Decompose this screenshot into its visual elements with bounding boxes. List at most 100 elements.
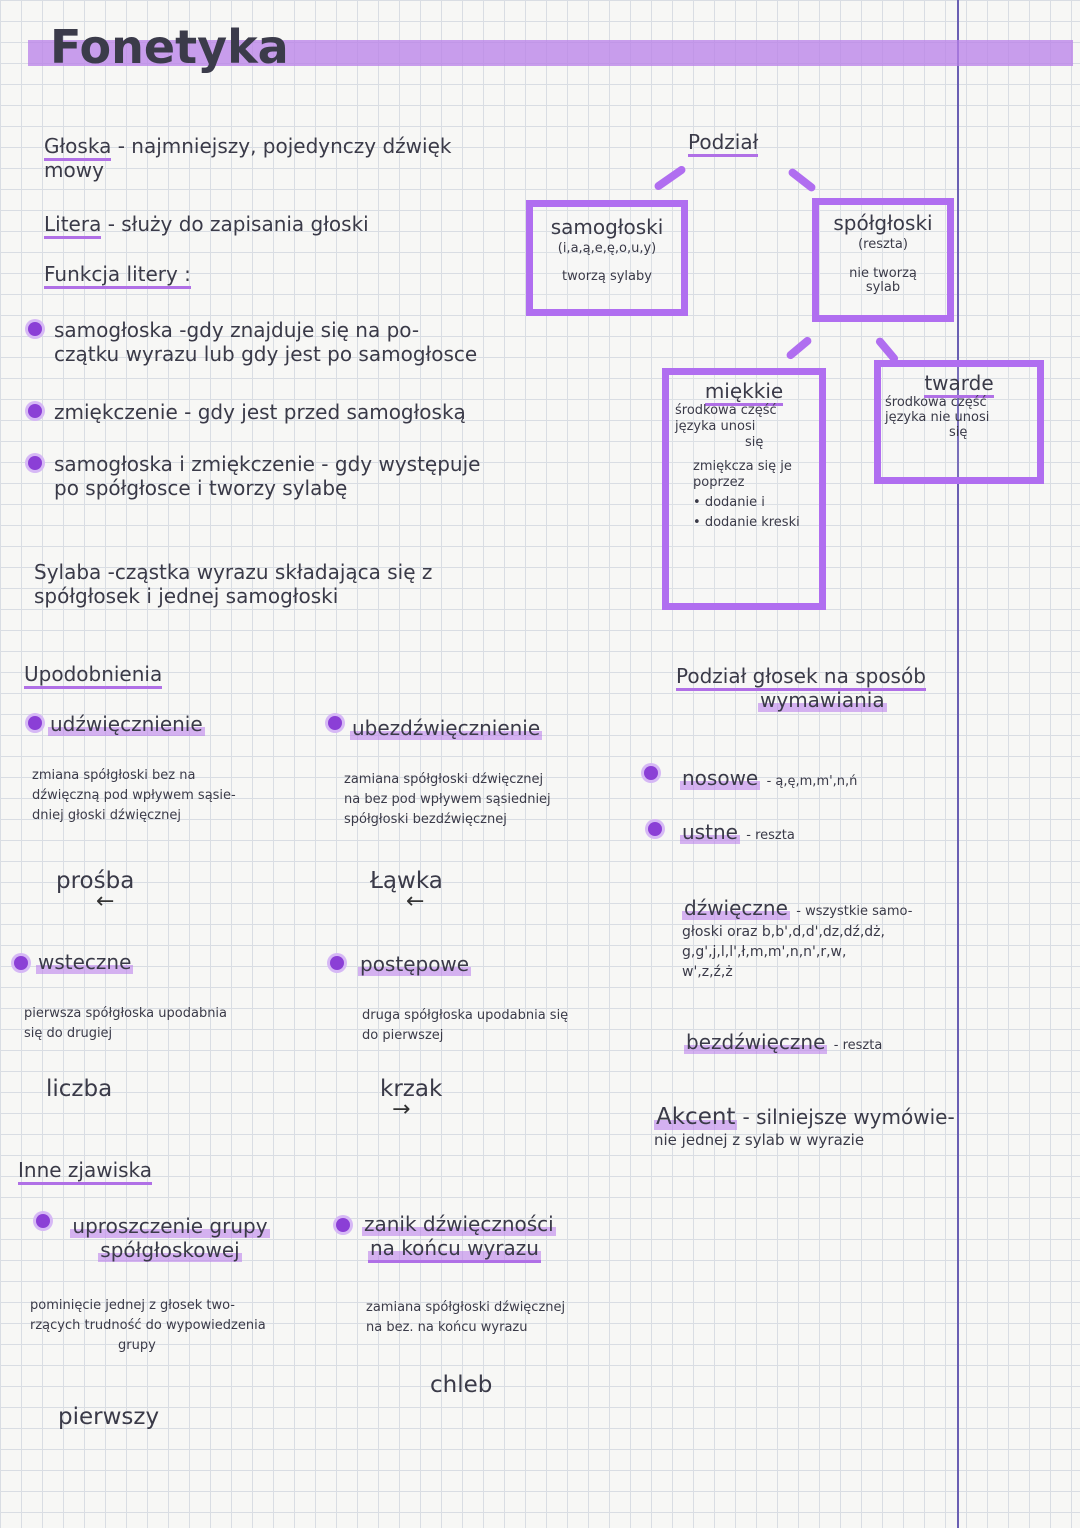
funkcja-heading: Funkcja litery : — [44, 262, 191, 289]
miekkie-box: miękkie środkowa część języka unosi się … — [662, 368, 826, 610]
margin-line — [957, 0, 959, 1528]
bullet-icon — [14, 956, 28, 970]
podzial-heading: Podział — [688, 130, 759, 157]
nosowe-term: nosowe — [680, 766, 761, 790]
bullet-icon — [36, 1214, 50, 1228]
dzwieczne-desc-3: w',z,ź,ż — [682, 964, 733, 980]
miekkie-bullet-1-text: dodanie i — [704, 495, 765, 510]
podzial-heading-text: Podział — [688, 130, 759, 157]
arrow-right-icon: → — [392, 1097, 411, 1122]
funkcja-item-3: samogłoska i zmiękczenie - gdy występuje… — [54, 452, 480, 500]
litera-definition: Litera - służy do zapisania głoski — [44, 212, 369, 239]
arrow-left-icon: ← — [96, 889, 115, 914]
connector-line — [786, 166, 818, 194]
bullet-icon — [28, 456, 42, 470]
upodobnienia-heading: Upodobnienia — [24, 662, 163, 689]
dzwieczne-desc-0: - wszystkie samo- — [796, 904, 913, 919]
zanik-desc: zamiana spółgłoski dźwięcznej na bez. na… — [366, 1298, 565, 1338]
bezdzwieczne-def: - reszta — [833, 1038, 883, 1053]
postepowe-label-text: postępowe — [358, 952, 472, 976]
nosowe-def: - ą,ę,m,m',n,ń — [766, 774, 858, 789]
bullet-icon — [28, 716, 42, 730]
page-title: Fonetyka — [50, 20, 289, 74]
dzwieczne-block: dźwięczne - wszystkie samo- głoski oraz … — [682, 896, 912, 982]
spolgloski-title: spółgłoski — [833, 211, 933, 235]
litera-def: - służy do zapisania głoski — [107, 212, 369, 236]
ubezdzw-desc: zamiana spółgłoski dźwięcznej na bez pod… — [344, 770, 551, 830]
miekkie-title-wrap: miękkie — [669, 379, 819, 406]
gloska-definition: Głoska - najmniejszy, pojedynczy dźwięk … — [44, 134, 451, 182]
postepowe-label: postępowe — [358, 952, 472, 976]
gloska-def: - najmniejszy, pojedynczy dźwięk — [117, 134, 452, 158]
miekkie-desc-2: języka unosi — [675, 419, 756, 434]
inne-heading-text: Inne zjawiska — [18, 1158, 153, 1185]
inne-heading: Inne zjawiska — [18, 1158, 153, 1185]
bullet-icon — [328, 716, 342, 730]
twarde-desc: środkowa część języka nie unosi się — [881, 395, 1037, 440]
udzw-example: prośba — [56, 868, 135, 894]
zanik-example: chleb — [430, 1372, 493, 1398]
akcent-desc-2: nie jednej z sylab w wyrazie — [654, 1131, 865, 1149]
ubezdzw-desc-1: zamiana spółgłoski dźwięcznej — [344, 772, 544, 787]
spolgloski-desc-1: nie tworzą — [849, 266, 917, 281]
udzw-desc: zmiana spółgłoski bez na dźwięczną pod w… — [32, 766, 236, 826]
connector-line — [652, 164, 688, 192]
funkcja-heading-text: Funkcja litery : — [44, 262, 191, 289]
twarde-box: twarde środkowa część języka nie unosi s… — [874, 360, 1044, 484]
funkcja-item-1-line2: czątku wyrazu lub gdy jest po samogłosce — [54, 342, 478, 366]
funkcja-item-3-line1: samogłoska i zmiękczenie - gdy występuje — [54, 452, 481, 476]
akcent-term: Akcent — [654, 1104, 738, 1130]
spolgloski-sub: (reszta) — [858, 237, 908, 252]
samogloski-title: samogłoski — [550, 215, 664, 239]
samogloski-letters: (i,a,ą,e,ę,o,u,y) — [557, 241, 657, 256]
uproszczenie-label: uproszczenie grupy spółgłoskowej — [60, 1214, 280, 1262]
sylaba-definition: Sylaba -cząstka wyrazu składająca się z … — [34, 560, 432, 608]
ubezdzw-label-text: ubezdźwięcznienie — [350, 716, 543, 740]
bullet-icon — [28, 322, 42, 336]
ustne-term: ustne — [680, 820, 740, 844]
ubezdzw-desc-3: spółgłoski bezdźwięcznej — [344, 812, 507, 827]
spolgloski-box: spółgłoski (reszta) nie tworzą sylab — [812, 198, 954, 322]
uproszczenie-desc-2: rzących trudność do wypowiedzenia — [30, 1318, 266, 1333]
uproszczenie-desc: pominięcie jednej z głosek two- rzących … — [30, 1296, 266, 1356]
miekkie-desc-4: zmiękcza się je — [693, 459, 792, 474]
zanik-label-1: zanik dźwięczności — [362, 1212, 556, 1236]
bullet-icon — [330, 956, 344, 970]
uproszczenie-label-1: uproszczenie grupy — [70, 1214, 270, 1238]
postepowe-example: krzak — [380, 1076, 443, 1102]
udzw-desc-1: zmiana spółgłoski bez na — [32, 768, 196, 783]
postepowe-desc: druga spółgłoska upodabnia się do pierws… — [362, 1006, 568, 1046]
dzwieczne-desc-2: g,g',j,l,l',ł,m,m',n,n',r,w, — [682, 944, 847, 960]
miekkie-desc-1: środkowa część — [675, 403, 777, 418]
miekkie-bullet-2: • dodanie kreski — [693, 515, 800, 530]
wsteczne-desc: pierwsza spółgłoska upodabnia się do dru… — [24, 1004, 227, 1044]
wsteczne-label-text: wsteczne — [36, 950, 134, 974]
bullet-icon — [28, 404, 42, 418]
nosowe-row: nosowe - ą,ę,m,m',n,ń — [680, 766, 857, 792]
wsteczne-desc-1: pierwsza spółgłoska upodabnia — [24, 1006, 228, 1021]
bullet-icon — [336, 1218, 350, 1232]
udzw-label-text: udźwięcznienie — [48, 712, 205, 736]
bullet-icon — [644, 766, 658, 780]
dzwieczne-term: dźwięczne — [682, 896, 790, 920]
udzw-desc-2: dźwięczną pod wpływem sąsie- — [32, 788, 236, 803]
sposob-heading-1: Podział głosek na sposób — [676, 664, 926, 691]
samogloski-desc: tworzą sylaby — [562, 269, 652, 284]
samogloski-box: samogłoski (i,a,ą,e,ę,o,u,y) tworzą syla… — [526, 200, 688, 316]
miekkie-bullet-2-text: dodanie kreski — [704, 515, 800, 530]
miekkie-desc-5: poprzez — [693, 475, 745, 490]
upodobnienia-heading-text: Upodobnienia — [24, 662, 163, 689]
zanik-desc-1: zamiana spółgłoski dźwięcznej — [366, 1300, 566, 1315]
funkcja-item-3-line2: po spółgłosce i tworzy sylabę — [54, 476, 348, 500]
twarde-title: twarde — [924, 371, 994, 398]
ustne-row: ustne - reszta — [680, 820, 795, 846]
ubezdzw-example: Łąwka — [370, 868, 443, 894]
bezdzwieczne-row: bezdźwięczne - reszta — [684, 1030, 882, 1056]
twarde-title-wrap: twarde — [881, 371, 1037, 398]
akcent-desc-1: - silniejsze wymówie- — [742, 1105, 955, 1129]
arrow-left-icon: ← — [406, 889, 425, 914]
twarde-desc-1: środkowa część — [885, 395, 987, 410]
sylaba-line1: Sylaba -cząstka wyrazu składająca się z — [34, 560, 433, 584]
funkcja-item-1: samogłoska -gdy znajduje się na po- cząt… — [54, 318, 477, 366]
miekkie-bullet-1: • dodanie i — [693, 495, 765, 510]
